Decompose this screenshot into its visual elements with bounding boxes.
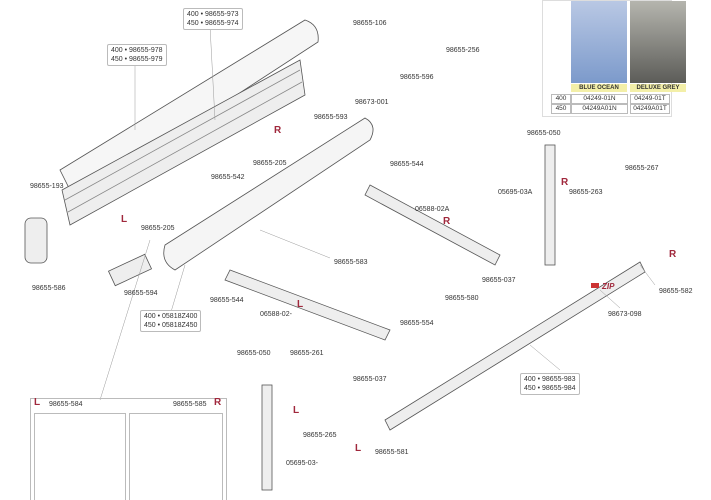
part-label: 98655-583	[334, 259, 368, 266]
front-profile-part	[61, 59, 306, 226]
leg-right	[544, 144, 556, 266]
leg-left	[261, 384, 273, 491]
part-label: 98655-263	[569, 189, 603, 196]
part-label: 98655-050	[527, 130, 561, 137]
part-number: 400 • 98655-983	[524, 376, 576, 383]
part-label: 98655-205	[253, 160, 287, 167]
part-label: 98655-544	[390, 161, 424, 168]
part-label: 05695-03A	[498, 189, 533, 196]
size-cell: 400	[551, 94, 571, 104]
column-header: BLUE OCEAN	[571, 84, 627, 92]
part-label: 06588-02A	[415, 206, 450, 213]
side-marker-right: R	[443, 216, 451, 227]
part-label: 98655-267	[625, 165, 659, 172]
part-label: 98655-581	[375, 449, 409, 456]
tube-label: 400 • 05818Z400 450 • 05818Z450	[140, 310, 202, 332]
roller-cover-part	[59, 19, 319, 201]
code-cell: 04249-01N	[571, 94, 628, 104]
part-label: 98655-582	[659, 288, 693, 295]
swatch-deluxe-grey	[630, 1, 686, 83]
side-marker-right: R	[214, 397, 222, 408]
arm-right	[364, 184, 501, 266]
code-cell: 04249A01N	[571, 104, 628, 114]
part-number: 450 • 98655-979	[111, 56, 163, 63]
part-number: 450 • 05818Z450	[144, 322, 198, 329]
side-marker-left: L	[293, 405, 300, 416]
part-label: 98655-050	[237, 350, 271, 357]
fabric-swatch-table: BLUE OCEAN DELUXE GREY 400 04249-01N 042…	[542, 0, 686, 117]
part-label: 98655-584	[49, 401, 83, 408]
arm-left	[224, 269, 391, 341]
part-label: 98655-585	[173, 401, 207, 408]
part-label: 98655-594	[124, 290, 158, 297]
zip-logo: ZIP	[602, 282, 615, 291]
part-label: 98655-593	[314, 114, 348, 121]
kit-left-panel	[34, 413, 126, 500]
part-label: 98655-256	[446, 47, 480, 54]
part-label: 98655-193	[30, 183, 64, 190]
part-label: 98655-037	[353, 376, 387, 383]
side-marker-left: L	[297, 299, 304, 310]
side-marker-left: L	[355, 443, 362, 454]
rail-label: 400 • 98655-983 450 • 98655-984	[520, 373, 580, 395]
part-label: 98655-542	[211, 174, 245, 181]
end-cap-kit-box: L 98655-584 98655-585 R	[30, 397, 227, 500]
part-label: 98655-106	[353, 20, 387, 27]
end-cap-left	[24, 217, 48, 264]
side-marker-right: R	[561, 177, 569, 188]
part-label: 98655-544	[210, 297, 244, 304]
part-label: 06588-02-	[260, 311, 292, 318]
part-label: 98673-098	[608, 311, 642, 318]
part-number: 400 • 05818Z400	[144, 313, 198, 320]
part-label: 05695-03-	[286, 460, 318, 467]
side-marker-left: L	[34, 397, 41, 408]
fabric-tube-part	[163, 117, 374, 271]
part-label: 98655-205	[141, 225, 175, 232]
part-label: 98655-265	[303, 432, 337, 439]
part-label: 98655-596	[400, 74, 434, 81]
code-cell: 04249A01T	[630, 104, 670, 114]
part-number: 450 • 98655-974	[187, 20, 239, 27]
size-cell: 450	[551, 104, 571, 114]
column-header: DELUXE GREY	[630, 84, 686, 92]
code-cell: 04249-01T	[630, 94, 670, 104]
part-label: 98655-580	[445, 295, 479, 302]
part-number: 400 • 98655-973	[187, 11, 239, 18]
swatch-blue-ocean	[571, 1, 627, 83]
side-marker-right: R	[274, 125, 282, 136]
part-label: 98655-037	[482, 277, 516, 284]
kit-right-panel	[129, 413, 223, 500]
part-label: 98655-261	[290, 350, 324, 357]
side-marker-left: L	[121, 214, 128, 225]
roller-cover-label: 400 • 98655-973 450 • 98655-974	[183, 8, 243, 30]
roller-plug	[107, 253, 153, 287]
side-marker-right: R	[669, 249, 677, 260]
part-number: 400 • 98655-978	[111, 47, 163, 54]
part-label: 98673-001	[355, 99, 389, 106]
part-number: 450 • 98655-984	[524, 385, 576, 392]
part-label: 98655-554	[400, 320, 434, 327]
part-label: 98655-586	[32, 285, 66, 292]
front-profile-label: 400 • 98655-978 450 • 98655-979	[107, 44, 167, 66]
